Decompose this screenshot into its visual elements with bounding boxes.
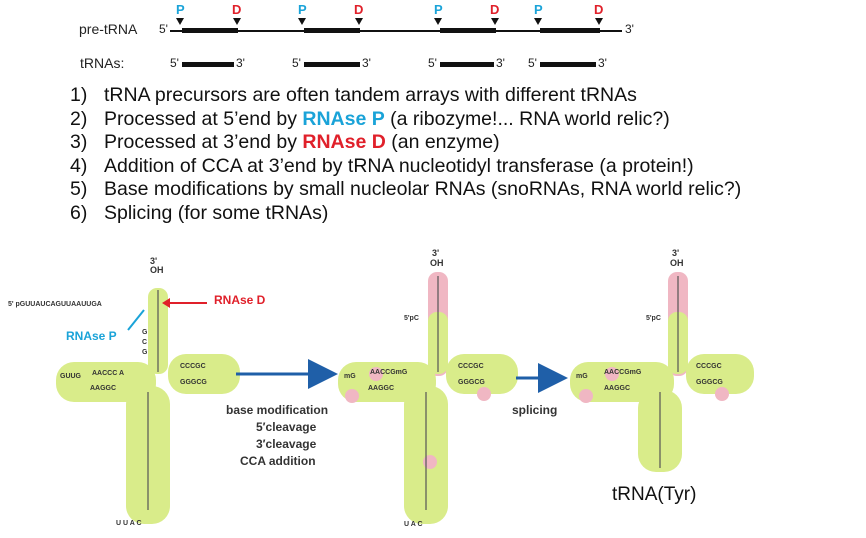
t-arm-halo [168, 354, 240, 394]
list-item: 1)tRNA precursors are often tandem array… [70, 84, 637, 106]
processed-cloverleaf: mG AACCGmG AAGGC CCCGC GGGCG U A C [338, 272, 518, 528]
rnase-p-label: RNAse P [66, 329, 117, 343]
d-stem-sequence: AAGGC [604, 385, 630, 392]
trna-5prime: 5' [170, 56, 179, 70]
p-marker-label: P [534, 2, 543, 17]
d-loop-sequence: GUUG [60, 373, 82, 380]
pre-trna-3prime: 3' [625, 22, 634, 36]
list-item: 6)Splicing (for some tRNAs) [70, 201, 329, 224]
d-cleavage-marker [233, 18, 241, 25]
modified-base [477, 387, 491, 401]
t-stem-sequence: GGGCG [696, 379, 723, 386]
pre-trna-gene-3 [440, 28, 496, 33]
trna-5prime: 5' [428, 56, 437, 70]
acceptor-sequence: C [142, 339, 147, 346]
three-oh-label: 3' [150, 256, 157, 266]
trnas-label: tRNAs: [80, 55, 125, 71]
p-cleavage-marker [298, 18, 306, 25]
anticodon-loop-sequence: U U A C [116, 520, 142, 527]
pre-trna-gene-2 [304, 28, 360, 33]
acceptor-sequence: G [142, 349, 148, 356]
rnase-d-arrowhead [162, 298, 170, 308]
three-oh-label: 3' [672, 248, 679, 258]
pre-trna-label: pre-tRNA [79, 21, 138, 37]
trna-3prime: 3' [236, 56, 245, 70]
pre-trna-gene-1 [182, 28, 238, 33]
d-cleavage-marker [595, 18, 603, 25]
pre-trna-gene-4 [540, 28, 600, 33]
trna-3prime: 3' [496, 56, 505, 70]
modified-base [715, 387, 729, 401]
d-stem-sequence: AAGGC [90, 385, 116, 392]
list-item: 2)Processed at 5’end by RNAse P (a riboz… [70, 107, 670, 130]
processing-steps-list: 1)tRNA precursors are often tandem array… [70, 84, 741, 225]
step-cca-addition: CCA addition [240, 454, 316, 468]
three-oh-label: 3' [432, 248, 439, 258]
trna-3prime: 3' [598, 56, 607, 70]
leader-sequence: 5' pGUUAUCAGUUAAUUGA [8, 301, 102, 308]
p-cleavage-marker [434, 18, 442, 25]
modified-base [369, 367, 383, 381]
three-oh-label: OH [150, 265, 164, 275]
p-marker-label: P [434, 2, 443, 17]
anticodon-loop-sequence: U A C [404, 521, 423, 528]
step-5-cleavage: 5′cleavage [256, 420, 317, 434]
pre-trna-5prime: 5' [159, 22, 168, 36]
p-cleavage-marker [176, 18, 184, 25]
trna-5prime: 5' [528, 56, 537, 70]
splicing-label: splicing [512, 403, 557, 417]
rnase-d-label: RNAse D [214, 293, 266, 307]
d-loop-sequence: mG [344, 373, 356, 380]
trna-segment-3 [440, 62, 494, 67]
d-cleavage-marker [491, 18, 499, 25]
list-item: 4)Addition of CCA at 3’end by tRNA nucle… [70, 154, 694, 177]
t-stem-sequence: CCCGC [458, 363, 484, 370]
d-loop-sequence: mG [576, 373, 588, 380]
three-oh-label: OH [430, 258, 444, 268]
three-oh-label: OH [670, 258, 684, 268]
modified-base [423, 455, 437, 469]
rnase-d-highlight: RNAse D [302, 131, 386, 153]
p-marker-label: P [176, 2, 185, 17]
trna-3prime: 3' [362, 56, 371, 70]
trna-segment-2 [304, 62, 360, 67]
d-marker-label: D [490, 2, 500, 17]
d-stem-sequence: AAGGC [368, 385, 394, 392]
mature-cloverleaf: mG AACCGmG AAGGC CCCGC GGGCG [570, 272, 754, 472]
list-item: 5)Base modifications by small nucleolar … [70, 178, 742, 200]
five-prime-label: 5'pC [646, 315, 661, 322]
step-base-modification: base modification [226, 403, 328, 417]
t-arm-halo [686, 354, 754, 394]
d-marker-label: D [354, 2, 364, 17]
list-item: 3)Processed at 3’end by RNAse D (an enzy… [70, 131, 500, 153]
t-stem-sequence: GGGCG [458, 379, 485, 386]
d-marker-label: D [232, 2, 242, 17]
trna-segment-4 [540, 62, 596, 67]
acceptor-sequence: G [142, 329, 148, 336]
rnase-p-highlight: RNAse P [302, 107, 385, 130]
t-stem-sequence: GGGCG [180, 379, 207, 386]
d-stem-sequence: AACCC A [92, 370, 124, 377]
d-cleavage-marker [355, 18, 363, 25]
modified-base [605, 367, 619, 381]
t-arm-halo [446, 354, 518, 394]
rnase-p-pointer [127, 309, 145, 331]
modified-base [579, 389, 593, 403]
trna-segment-1 [182, 62, 234, 67]
precursor-cloverleaf: GUUG AACCC A AAGGC CCCGC GGGCG U U A C G… [56, 288, 240, 527]
t-stem-sequence: CCCGC [696, 363, 722, 370]
d-marker-label: D [594, 2, 604, 17]
d-stem-sequence: AACCGmG [370, 369, 408, 376]
trna-5prime: 5' [292, 56, 301, 70]
trna-tyr-caption: tRNA(Tyr) [612, 484, 696, 505]
p-cleavage-marker [534, 18, 542, 25]
modified-base [345, 389, 359, 403]
p-marker-label: P [298, 2, 307, 17]
t-stem-sequence: CCCGC [180, 363, 206, 370]
step-3-cleavage: 3′cleavage [256, 437, 317, 451]
pre-trna-strand [170, 30, 622, 32]
d-stem-sequence: AACCGmG [604, 369, 642, 376]
five-prime-label: 5'pC [404, 315, 419, 322]
